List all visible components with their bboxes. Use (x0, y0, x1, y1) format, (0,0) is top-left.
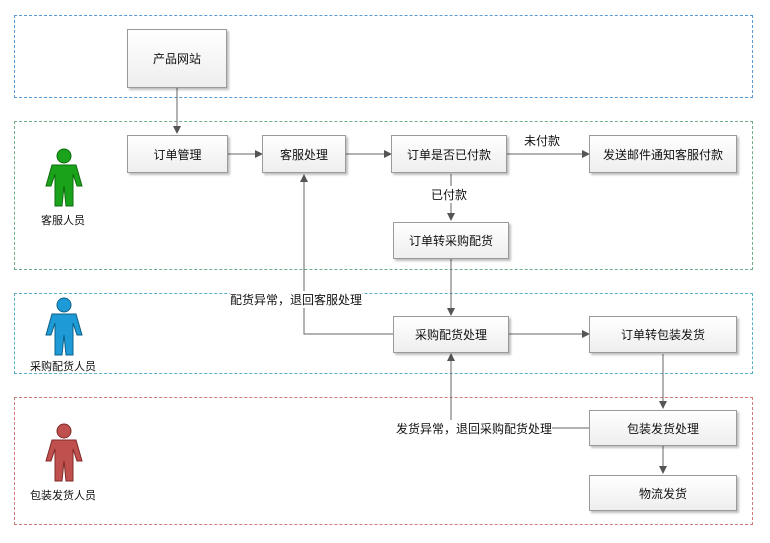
lane-packing (14, 397, 753, 525)
actor-customer-service-label: 客服人员 (41, 214, 85, 227)
node-customer-service-handling: 客服处理 (262, 135, 346, 173)
node-order-management: 订单管理 (127, 135, 228, 173)
node-purchase-handling: 采购配货处理 (393, 316, 509, 353)
actor-packing-label: 包装发货人员 (30, 489, 96, 502)
edge-label-purchase-exception: 配货异常，退回客服处理 (230, 291, 363, 308)
node-to-packing: 订单转包装发货 (589, 316, 737, 353)
node-logistics: 物流发货 (589, 475, 737, 511)
lane-purchase (14, 293, 753, 374)
node-product-site: 产品网站 (127, 29, 227, 88)
lane-product (14, 15, 753, 98)
edge-label-shipping-exception: 发货异常，退回采购配货处理 (396, 420, 553, 437)
edge-purchase-exception (300, 174, 393, 335)
actor-purchase-icon (45, 297, 83, 356)
actor-customer-service-icon (45, 148, 83, 207)
lane-customer-service (14, 121, 753, 270)
node-packing-handling: 包装发货处理 (589, 410, 737, 446)
edge-label-paid: 已付款 (431, 186, 468, 203)
node-payment-check: 订单是否已付款 (391, 135, 507, 173)
node-send-email: 发送邮件通知客服付款 (589, 135, 737, 173)
actor-purchase-label: 采购配货人员 (30, 360, 96, 373)
edge-shipping-exception (447, 353, 589, 429)
node-to-purchase: 订单转采购配货 (393, 222, 509, 259)
edge-label-unpaid: 未付款 (524, 134, 561, 148)
actor-packing-icon (45, 423, 83, 482)
